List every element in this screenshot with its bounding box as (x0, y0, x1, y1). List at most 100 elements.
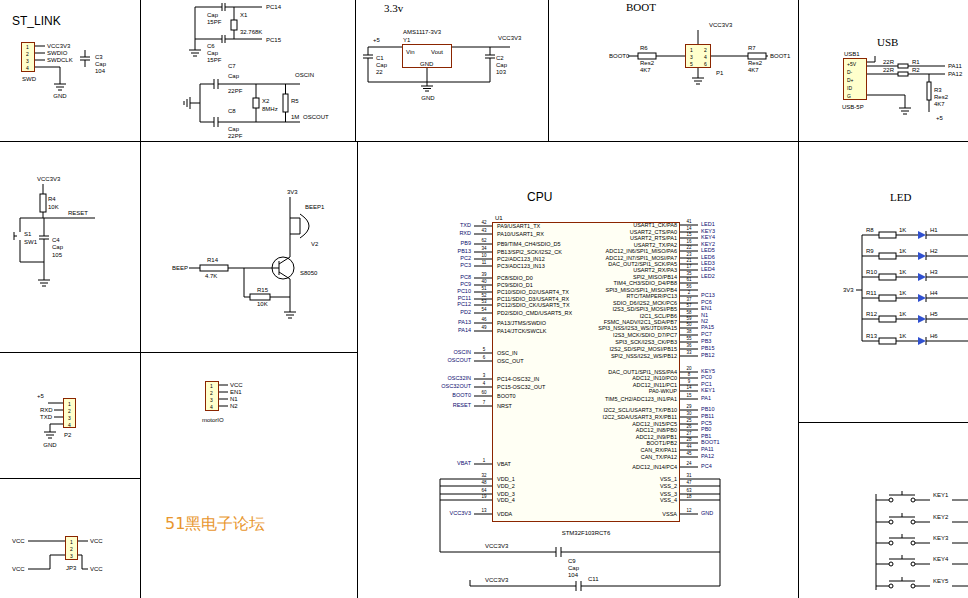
component-label: Cap (207, 50, 218, 56)
resistor-symbol (879, 253, 896, 259)
pin-number: 5 (483, 348, 486, 353)
component-label: 4.7K (205, 273, 217, 279)
net-label: LED2 (701, 274, 715, 280)
boot-wires (628, 30, 768, 84)
component-label: 104 (568, 572, 578, 578)
component-label: 103 (496, 69, 506, 75)
part-designator: USB1 (844, 51, 860, 57)
pin-text: SPI3_SCK/I2S3_CK/PB3 (615, 340, 677, 346)
component-label: H2 (930, 248, 938, 254)
pin-text: ADC12_IN11/PC1 (633, 383, 677, 389)
resistor-symbol (40, 194, 46, 212)
net-label: GND (701, 511, 713, 517)
pin-line (474, 285, 492, 286)
component-label: Cap (95, 61, 106, 67)
pin-text: PC11/SDIO_D3/USART4_RX (497, 297, 569, 303)
net-label: PC6 (701, 300, 712, 306)
net-label: PA13 (458, 320, 471, 326)
stlink-wires (35, 46, 90, 90)
pin-text: PA14/JTCK/SWCLK (497, 329, 546, 335)
pin-number: 20 (686, 367, 691, 372)
pin-line (680, 349, 698, 350)
component-label: VCC (12, 566, 25, 572)
component-label: BOOT1 (770, 53, 790, 59)
resistor-symbol (748, 53, 766, 59)
part-designator: P1 (716, 70, 723, 76)
pin-text: D- (847, 70, 852, 75)
pin-text: SDIO_D6/I2S2_MCK/PC6 (613, 301, 677, 307)
pin-text: D+ (847, 78, 854, 83)
net-label: N1 (701, 313, 708, 319)
component-label: VCC (90, 566, 103, 572)
pin-line (474, 464, 492, 465)
pin-text: 2 (704, 48, 707, 53)
component-label: S8050 (300, 270, 317, 276)
pin-number: 8 (688, 373, 691, 378)
pin-text: USART2_RTS/PA1 (630, 236, 677, 242)
component-label: R14 (207, 257, 218, 263)
pin-text: 3 (70, 554, 73, 559)
pin-text: VSS_3 (660, 492, 677, 498)
pin-number: 6 (483, 356, 486, 361)
pin-text: 1 (26, 45, 29, 50)
net-label: PC13 (701, 293, 715, 299)
component-label: OSCIN (295, 72, 314, 78)
pin-text: PC2/ADC123_IN12 (497, 257, 545, 263)
pin-line (474, 331, 492, 332)
connector-box: P21234 (63, 398, 76, 428)
pin-number: 2 (688, 291, 691, 296)
component-label: GND (53, 93, 66, 99)
header-box: P1123456 (685, 44, 711, 68)
pin-number: 16 (686, 240, 691, 245)
resistor-symbol (283, 94, 288, 112)
watermark: 51黑电子论坛 (165, 516, 265, 532)
component-label: VCC3V3 (485, 543, 508, 549)
pin-line (474, 406, 492, 407)
pin-text: VBAT (497, 462, 511, 468)
component-label: R5 (291, 98, 299, 104)
pin-text: 4 (210, 405, 213, 410)
pin-number: 41 (686, 220, 691, 225)
pin-text: ADC12_IN15/PC5 (632, 422, 677, 428)
component-label: KEY5 (933, 578, 948, 584)
pin-text: 4 (68, 423, 71, 428)
pin-line (680, 500, 720, 501)
pin-line (680, 450, 698, 451)
pin-number: 3 (483, 374, 486, 379)
pin-text: SPI2_NSS/I2S2_WS/PB12 (611, 354, 677, 360)
pin-text: PC10/SDIO_D2/USART4_TX (497, 290, 569, 296)
net-label: RXD (459, 231, 471, 237)
pin-number: 13 (481, 509, 486, 514)
pin-line (680, 328, 698, 329)
part-designator: motorIO (202, 417, 224, 423)
pin-line (680, 283, 698, 284)
pin-line (680, 225, 698, 226)
component-label: +5 (373, 37, 380, 43)
resistor-symbol (879, 295, 896, 301)
pin-number: 10 (481, 254, 486, 259)
switch-contacts (889, 498, 915, 588)
component-label: 4K7 (934, 101, 945, 107)
component-label: 32.768K (240, 29, 262, 35)
component-label: 10K (257, 301, 268, 307)
component-label: R1 (912, 59, 920, 65)
pin-line (474, 313, 492, 314)
component-label: VCC3V3 (47, 43, 70, 49)
component-label: C9 (568, 558, 576, 564)
component-label: N1 (230, 396, 238, 402)
net-label: OSC32IN (447, 376, 471, 382)
component-label: PA12 (948, 71, 962, 77)
pin-number: 29 (686, 405, 691, 410)
net-label: PB12 (701, 353, 714, 359)
pin-number: 52 (481, 294, 486, 299)
pin-number: 18 (686, 495, 691, 500)
section-heading: BOOT (626, 2, 656, 13)
part-designator: P2 (64, 432, 71, 438)
component-label: Cap (568, 565, 579, 571)
pin-line (680, 457, 698, 458)
pin-text: PA9/USART1_TX (497, 224, 540, 230)
net-label: PD2 (460, 310, 471, 316)
pin-number: 9 (688, 380, 691, 385)
pin-number: 63 (686, 489, 691, 494)
pin-text: 1 (68, 402, 71, 407)
